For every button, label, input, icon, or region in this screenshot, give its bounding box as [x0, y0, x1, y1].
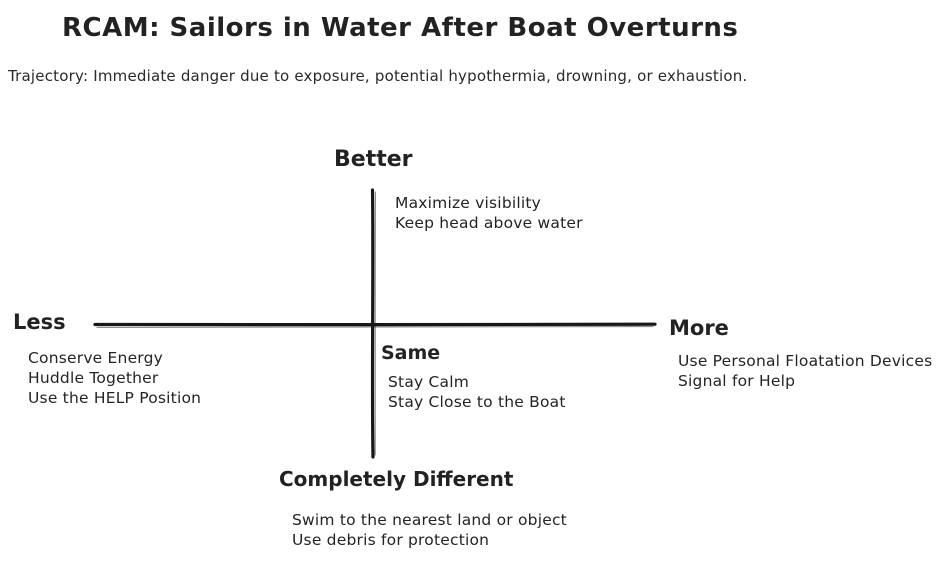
more-items: Use Personal Floatation Devices Signal f… [678, 351, 932, 391]
list-item: Stay Close to the Boat [388, 393, 566, 411]
list-item: Use Personal Floatation Devices [678, 352, 933, 370]
list-item: Huddle Together [28, 369, 159, 387]
quadrant-label-completely-different: Completely Different [279, 467, 514, 491]
quadrant-label-better: Better [334, 147, 413, 172]
completely-different-items: Swim to the nearest land or object Use d… [292, 510, 567, 550]
list-item: Use the HELP Position [28, 389, 202, 407]
list-item: Conserve Energy [28, 349, 164, 367]
vertical-axis-line [370, 188, 375, 459]
page-title: RCAM: Sailors in Water After Boat Overtu… [62, 13, 739, 43]
better-items: Maximize visibility Keep head above wate… [395, 193, 583, 233]
list-item: Stay Calm [388, 373, 470, 391]
less-items: Conserve Energy Huddle Together Use the … [28, 348, 201, 408]
quadrant-label-same: Same [381, 342, 441, 364]
horizontal-axis-line [93, 322, 657, 327]
quadrant-label-less: Less [13, 310, 66, 334]
list-item: Keep head above water [395, 214, 583, 232]
trajectory-text: Trajectory: Immediate danger due to expo… [8, 67, 748, 85]
list-item: Maximize visibility [395, 194, 542, 212]
list-item: Signal for Help [678, 372, 796, 390]
list-item: Use debris for protection [292, 531, 490, 549]
quadrant-label-more: More [669, 316, 729, 340]
list-item: Swim to the nearest land or object [292, 511, 567, 529]
same-items: Stay Calm Stay Close to the Boat [388, 372, 566, 412]
